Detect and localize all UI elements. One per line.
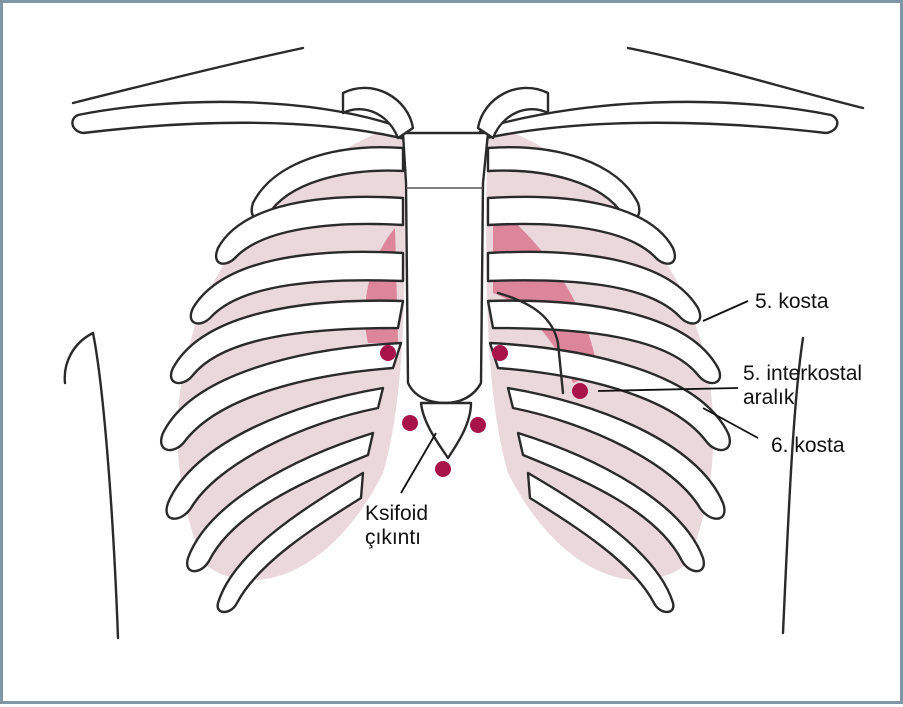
marker-dot <box>572 383 588 399</box>
marker-dot <box>492 345 508 361</box>
marker-dot <box>402 415 418 431</box>
label-xiphoid-line-1: Ksifoid <box>365 503 428 525</box>
marker-dot <box>435 461 451 477</box>
label-rib-6: 6. kosta <box>771 435 845 457</box>
label-intercostal-line-1: 5. interkostal <box>743 363 862 385</box>
leader-rib5 <box>703 301 748 321</box>
leader-xiphoid <box>401 433 436 493</box>
sternum <box>403 133 488 458</box>
marker-dot <box>380 345 396 361</box>
rib-cage-illustration <box>3 3 903 707</box>
label-intercostal-line-2: aralık <box>743 387 794 409</box>
label-xiphoid-line-2: çıkıntı <box>365 527 421 549</box>
marker-dot <box>470 417 486 433</box>
label-rib-5: 5. kosta <box>755 291 829 313</box>
